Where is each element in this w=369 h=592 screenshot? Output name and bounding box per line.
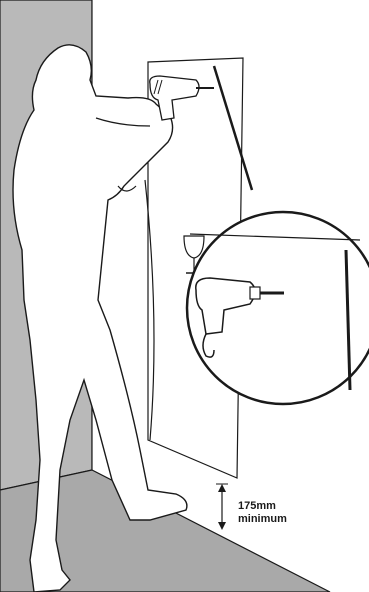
pencil-mark-line [212, 65, 254, 191]
clearance-label: minimum [238, 513, 287, 525]
clearance-value: 175mm [238, 500, 276, 512]
zoomed-drill-icon [195, 277, 284, 358]
floor [0, 469, 331, 592]
drill-icon [149, 75, 214, 121]
glass-icon [183, 235, 205, 274]
clearance-dimension [216, 483, 228, 530]
person-figure [12, 44, 188, 592]
magnifier-circle [185, 210, 369, 406]
